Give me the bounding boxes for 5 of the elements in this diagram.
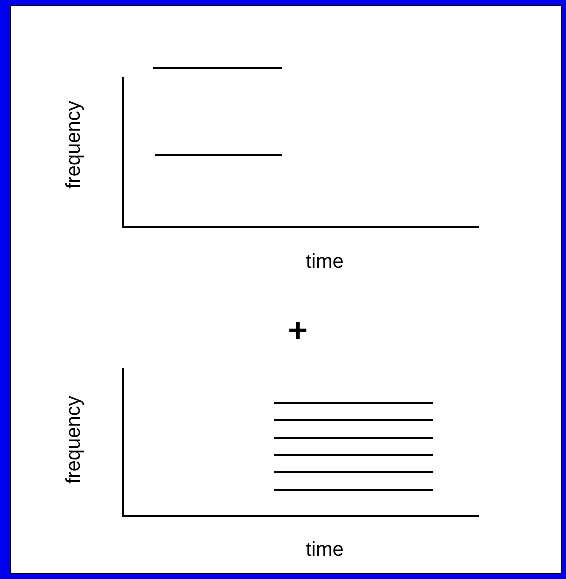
axis-label: time [306,540,344,560]
axis-label: time [306,252,344,272]
plus-sign: + [288,314,308,348]
axis-label: frequency [64,396,84,484]
axis-label: frequency [64,101,84,189]
